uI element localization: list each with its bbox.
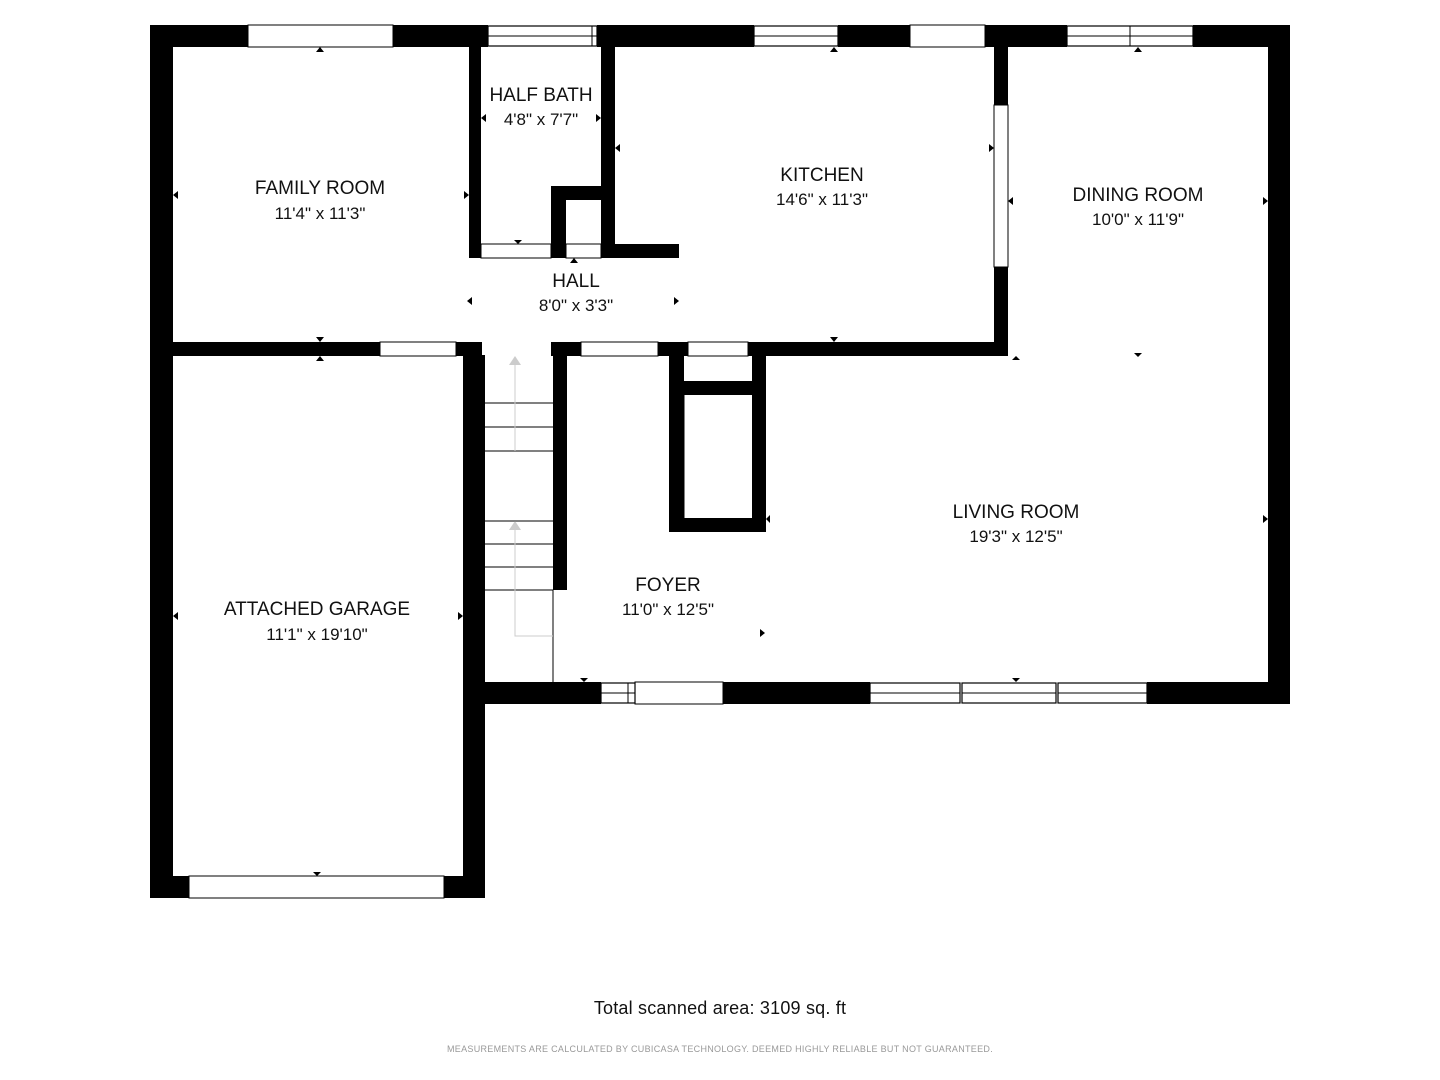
wall-closet-bottom bbox=[669, 518, 766, 532]
wall-closet-right bbox=[752, 342, 766, 532]
exterior-walls bbox=[150, 25, 1290, 898]
stair-arrow-up-icon bbox=[509, 356, 521, 365]
room-dims-hall: 8'0" x 3'3" bbox=[539, 296, 613, 315]
room-dims-halfbath: 4'8" x 7'7" bbox=[504, 110, 578, 129]
room-name-family: FAMILY ROOM bbox=[255, 178, 385, 199]
room-name-garage: ATTACHED GARAGE bbox=[224, 599, 410, 620]
wall-kitchen-stub bbox=[601, 244, 679, 258]
measurement-disclaimer: MEASUREMENTS ARE CALCULATED BY CUBICASA … bbox=[447, 1044, 993, 1054]
room-name-hall: HALL bbox=[552, 271, 600, 292]
wall-closet-left bbox=[669, 342, 684, 532]
room-name-kitchen: KITCHEN bbox=[780, 165, 863, 186]
wall-kitchen-dining-top bbox=[994, 25, 1008, 105]
wall-bottom-mid bbox=[723, 682, 870, 704]
room-name-dining: DINING ROOM bbox=[1073, 185, 1204, 206]
room-dims-foyer: 11'0" x 12'5" bbox=[622, 600, 714, 619]
wall-stair-right bbox=[553, 342, 567, 590]
windows bbox=[487, 25, 1194, 704]
room-name-halfbath: HALF BATH bbox=[489, 85, 592, 106]
wall-top-right bbox=[1193, 25, 1290, 47]
staircase bbox=[477, 356, 553, 637]
total-scanned-area: Total scanned area: 3109 sq. ft bbox=[593, 998, 847, 1018]
wall-garage-bottom-left bbox=[150, 876, 189, 898]
wall-bottom-living bbox=[1147, 682, 1290, 704]
wall-top-mid3 bbox=[838, 25, 910, 47]
wall-family-garage bbox=[150, 342, 380, 356]
wall-right bbox=[1268, 25, 1290, 704]
wall-bottom-foyer bbox=[463, 682, 601, 704]
wall-garage-bottom-right bbox=[444, 876, 485, 898]
wall-kitchen-dining-bottom bbox=[994, 267, 1008, 356]
room-dims-family: 11'4" x 11'3" bbox=[275, 204, 366, 223]
door-lines bbox=[188, 24, 1009, 899]
room-dims-garage: 11'1" x 19'10" bbox=[266, 625, 367, 644]
interior-walls bbox=[150, 25, 1008, 590]
closet-interior bbox=[684, 395, 752, 518]
room-dims-living: 19'3" x 12'5" bbox=[969, 527, 1062, 546]
room-labels: FAMILY ROOM 11'4" x 11'3" HALF BATH 4'8"… bbox=[224, 85, 1204, 644]
stair-arrow-up-icon bbox=[509, 521, 521, 530]
wall-bath-closet-left bbox=[551, 186, 566, 258]
room-dims-kitchen: 14'6" x 11'3" bbox=[776, 190, 868, 209]
wall-hall-bottom-d bbox=[748, 342, 1008, 356]
wall-hall-bottom-a bbox=[456, 342, 482, 356]
wall-top-left bbox=[150, 25, 248, 47]
room-name-foyer: FOYER bbox=[635, 575, 700, 596]
dimension-ticks bbox=[173, 47, 1268, 876]
wall-bath-right bbox=[601, 25, 615, 258]
room-name-living: LIVING ROOM bbox=[953, 502, 1080, 523]
wall-garage-right bbox=[463, 355, 485, 898]
wall-bath-left bbox=[469, 25, 481, 258]
room-dims-dining: 10'0" x 11'9" bbox=[1092, 210, 1184, 229]
wall-top-mid2 bbox=[597, 25, 754, 47]
wall-closet-top bbox=[669, 381, 766, 395]
wall-top-mid1 bbox=[393, 25, 488, 47]
wall-left bbox=[150, 25, 173, 898]
